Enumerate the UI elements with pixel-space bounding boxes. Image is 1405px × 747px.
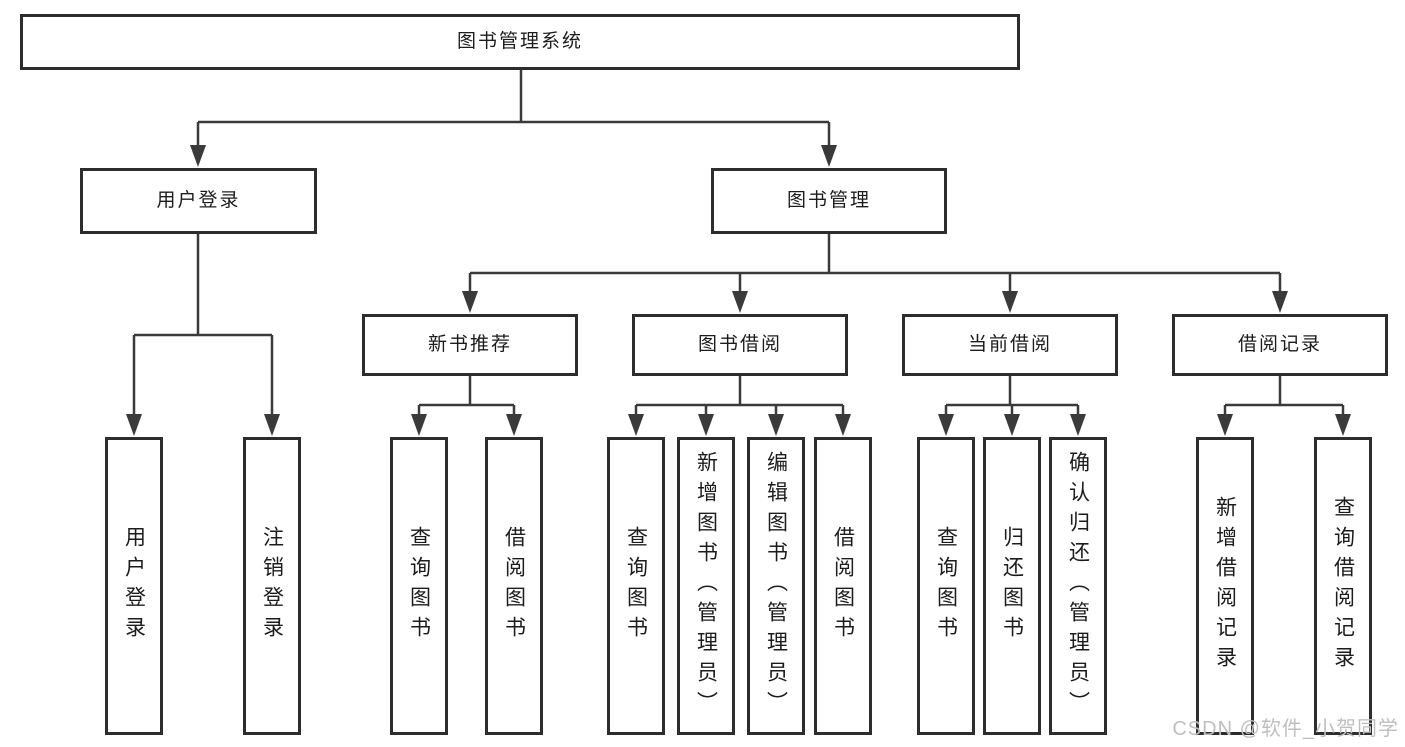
- tree-connectors: [132, 69, 1345, 421]
- leaf-logout: 注销登录: [243, 437, 301, 735]
- leaf-query-books-1: 查询图书: [390, 437, 448, 735]
- leaf-borrow-books-2: 借阅图书: [814, 437, 872, 735]
- leaf-query-books-3: 查询图书: [917, 437, 975, 735]
- node-book-borrowing: 图书借阅: [632, 314, 848, 376]
- node-user-login: 用户登录: [80, 168, 317, 234]
- leaf-return-book: 归还图书: [983, 437, 1041, 735]
- node-borrowing-records: 借阅记录: [1172, 314, 1388, 376]
- node-new-book-recommendation: 新书推荐: [362, 314, 578, 376]
- leaf-add-book-admin: 新增图书（管理员）: [677, 437, 735, 735]
- leaf-edit-book-admin: 编辑图书（管理员）: [747, 437, 805, 735]
- leaf-confirm-return-admin: 确认归还（管理员）: [1049, 437, 1107, 735]
- node-current-borrowing: 当前借阅: [902, 314, 1118, 376]
- node-library-management-system: 图书管理系统: [20, 14, 1020, 70]
- leaf-borrow-books-1: 借阅图书: [485, 437, 543, 735]
- leaf-query-books-2: 查询图书: [607, 437, 665, 735]
- leaf-query-borrow-record: 查询借阅记录: [1314, 437, 1372, 735]
- leaf-add-borrow-record: 新增借阅记录: [1196, 437, 1254, 735]
- leaf-user-login: 用户登录: [105, 437, 163, 735]
- node-book-management: 图书管理: [711, 168, 947, 234]
